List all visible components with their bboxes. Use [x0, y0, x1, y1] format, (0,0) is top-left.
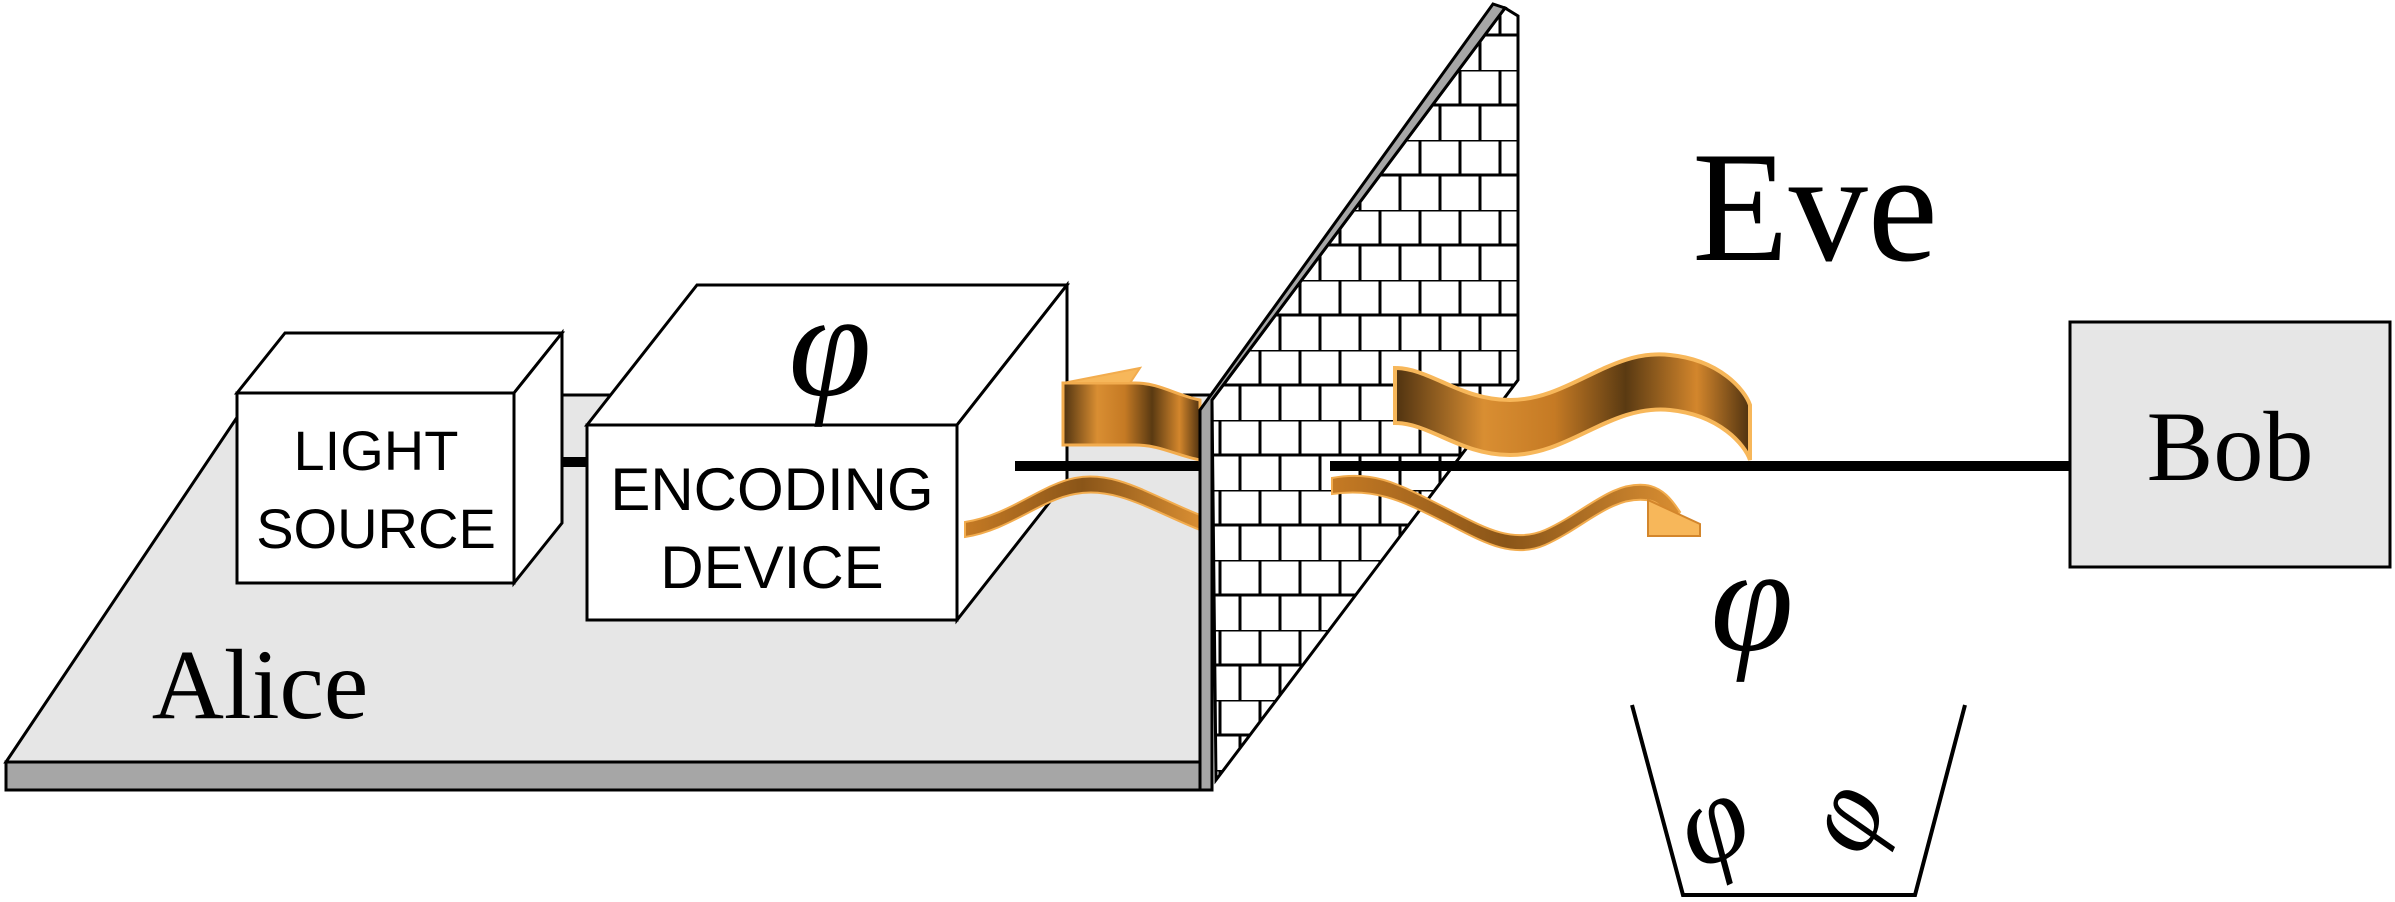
- big-wave-right: [1393, 352, 1752, 461]
- alice-label: Alice: [152, 629, 369, 740]
- encoding-device-label-line1: ENCODING: [610, 456, 933, 523]
- wall-edge: [1198, 2, 1508, 792]
- transmitted-wave: [1331, 474, 1701, 552]
- reflected-arrow: [1061, 366, 1202, 462]
- light-source-top-face: [233, 331, 566, 395]
- eve-label: Eve: [1692, 120, 1938, 295]
- bob-box-rect: [2068, 320, 2392, 569]
- light-source-label-line2: SOURCE: [256, 497, 496, 560]
- bob-label: Bob: [2147, 391, 2314, 502]
- discarded-phase-symbol-2: φ: [1775, 763, 1911, 870]
- encoding-device-front-face: [585, 423, 959, 622]
- discard-bucket: φ φ: [1630, 704, 1967, 897]
- light-source-front-face: [235, 391, 516, 585]
- discarded-phase-symbol-1: φ: [1652, 746, 1768, 895]
- bob-box: Bob: [2068, 320, 2392, 569]
- bucket-outline: [1630, 704, 1967, 897]
- encoding-device-box: ENCODING DEVICE: [583, 280, 1071, 625]
- alice-platform-edge: [4, 760, 1214, 792]
- eavesdropping-wall: [1198, 2, 1520, 792]
- encoding-device-label-line2: DEVICE: [660, 534, 883, 601]
- light-source-label-line1: LIGHT: [294, 419, 459, 482]
- light-source-box: LIGHT SOURCE: [233, 328, 566, 588]
- encoder-phase-symbol: φ: [789, 262, 872, 428]
- reflected-arrow-head: [1062, 366, 1143, 384]
- eve-phase-symbol: φ: [1711, 517, 1794, 683]
- transmitted-wave-arrowhead: [1647, 498, 1701, 537]
